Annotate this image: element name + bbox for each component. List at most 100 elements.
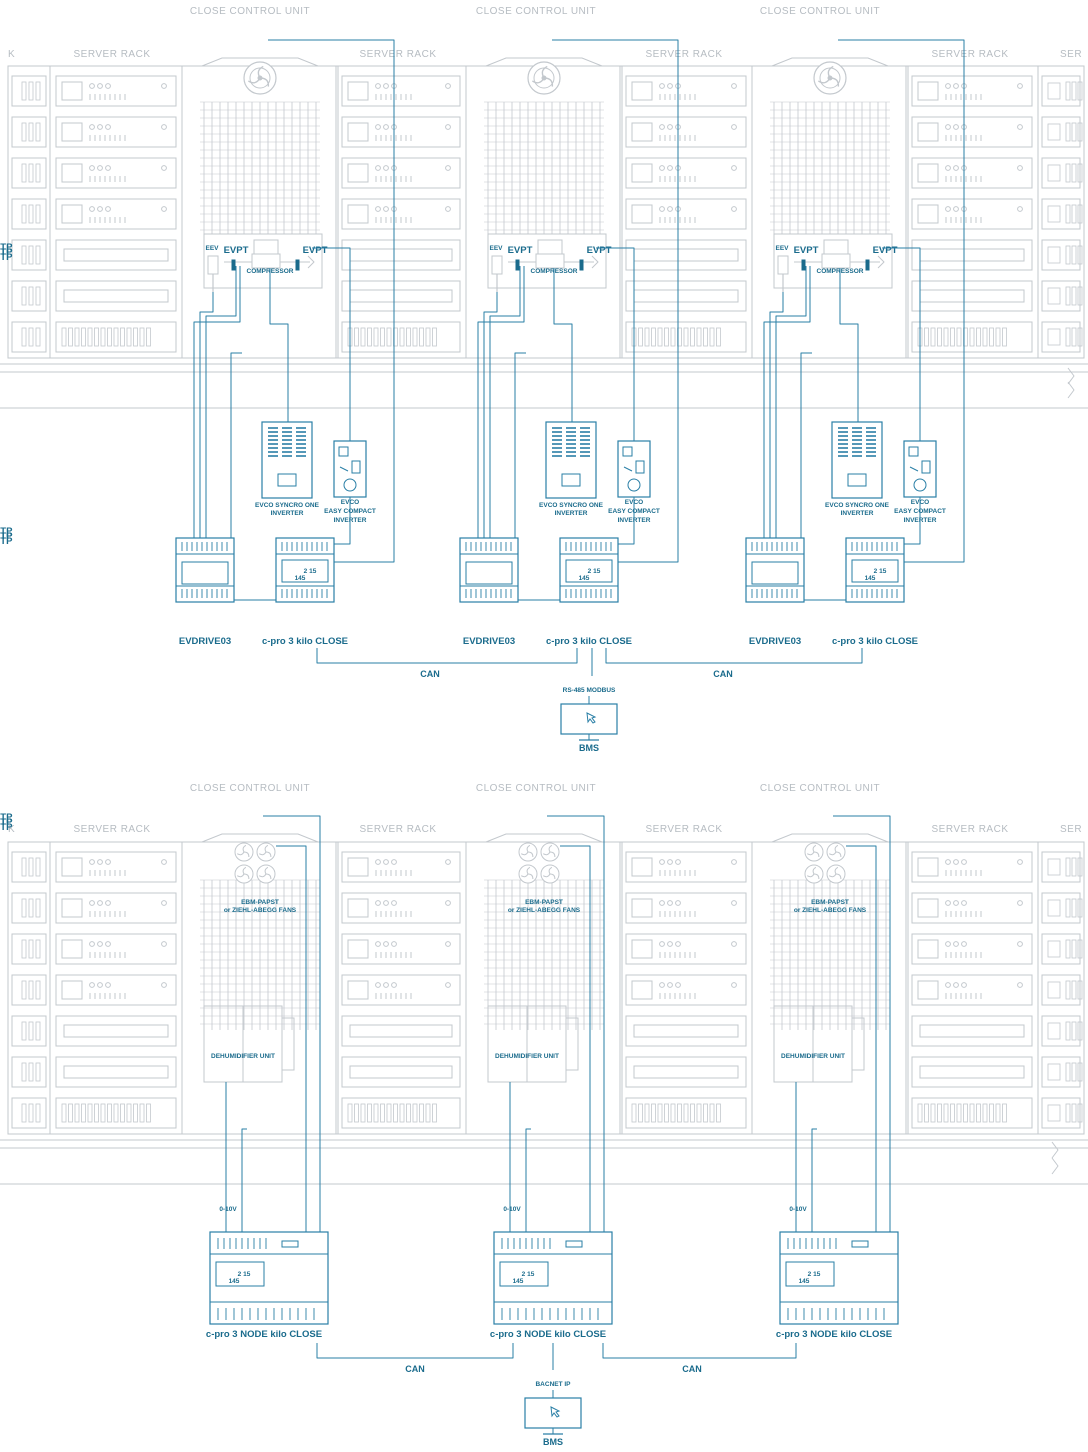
cabinet-frame [751,841,909,1135]
rack-unit-bay [354,1103,359,1123]
rack-unit-bay [1077,1021,1083,1041]
rack-unit-led [391,982,397,988]
rack-unit-screen [631,81,653,101]
rack-unit-bay [963,1103,968,1123]
server-rack [905,65,1039,359]
rack-unit-led [383,83,389,89]
811: EVTP [0,526,13,537]
rack-unit [11,116,47,148]
rack-unit-led [89,165,95,171]
lcd-subvalue: 145 [799,1278,810,1285]
compressor-body-icon [535,253,565,269]
rack-title: SERVER RACK [359,824,436,835]
rack-unit-screen [1047,940,1061,958]
rack-unit-screen [61,939,83,959]
rack-unit-led [1017,859,1023,865]
rack-unit [911,116,1033,148]
rack-unit-screen [1047,899,1061,917]
rack-unit-screen [61,204,83,224]
rack-unit-bay [373,1103,379,1123]
rack-unit-bay [74,1103,80,1123]
rack-unit-bay [21,81,27,101]
rack-unit-led [659,83,665,89]
rack-unit-bay [1065,245,1071,265]
rack-unit [625,280,747,312]
rack-unit-slot [919,1065,1025,1079]
fan-blade [526,866,531,875]
compressor-body-icon [251,253,281,269]
cabinet-title: CLOSE CONTROL UNIT [760,783,880,794]
fans-label: or ZIEHL-ABEGG FANS [224,907,297,914]
rack-title: SER [1060,49,1082,60]
wire [846,845,877,1232]
rack-unit-screen [1047,205,1061,223]
rack-unit-led [945,900,951,906]
evtp-label: EVTP [0,536,13,547]
fan-blade [527,851,534,858]
fan-blade [548,866,553,875]
eev-label: EEV [205,245,219,252]
rack-unit-led [731,83,737,89]
rack-unit [625,321,747,353]
din-module [275,537,335,603]
fan-blade [520,873,529,878]
fan-blade [258,873,267,878]
811: EVTP [0,242,13,253]
rack-unit-bay [924,1103,929,1123]
wire [199,292,214,538]
rack-unit [11,1015,47,1047]
din-module [459,537,519,603]
rack-unit [911,933,1033,965]
board-chip [351,460,361,474]
rack-unit-led [1017,165,1023,171]
rack-unit-led [391,900,397,906]
rack-unit-bay [100,327,106,347]
rack-unit-led [1017,206,1023,212]
rack-unit [1041,198,1081,230]
fan-blade [242,866,247,875]
wire [193,266,241,538]
rack-unit-led [953,165,959,171]
rack-unit-led [659,165,665,171]
rack-unit-screen [1047,287,1061,305]
dehumidifier-side [851,1017,865,1071]
rack-frame [905,65,1039,359]
rack-unit-bay [1065,857,1071,877]
rack-unit-screen [347,204,369,224]
raised-floor [0,1139,1088,1185]
rack-unit-bay [1065,163,1071,183]
rack-unit-led [375,206,381,212]
rack-unit-led [953,83,959,89]
rack-unit-bay [1071,1021,1077,1041]
can-bus [316,1343,514,1359]
rack-unit-led [105,900,111,906]
rack-unit-led [961,941,967,947]
rack-unit [11,851,47,883]
rack-unit [1041,321,1081,353]
rack-unit-bay [28,898,34,918]
rack-unit [55,974,177,1006]
fan-blade [265,851,272,858]
cabinet-top [771,833,889,843]
rack-unit-bay [406,327,411,347]
rack-unit-bay [969,1103,975,1123]
rack-unit-screen [917,163,939,183]
rack-unit-screen [1047,82,1061,100]
rack-unit-bay [35,898,41,918]
rack-frame [905,841,1039,1135]
analog-label: 0-10V [789,1206,807,1213]
rack-unit-screen [917,122,939,142]
lcd-display [851,559,899,583]
eev-label: EEV [489,245,503,252]
board-chip [622,446,633,457]
board-chip [921,460,931,474]
rack-unit-screen [1047,246,1061,264]
wire [547,815,605,1232]
rack-unit [1041,239,1081,271]
rack-unit-bay [21,245,27,265]
